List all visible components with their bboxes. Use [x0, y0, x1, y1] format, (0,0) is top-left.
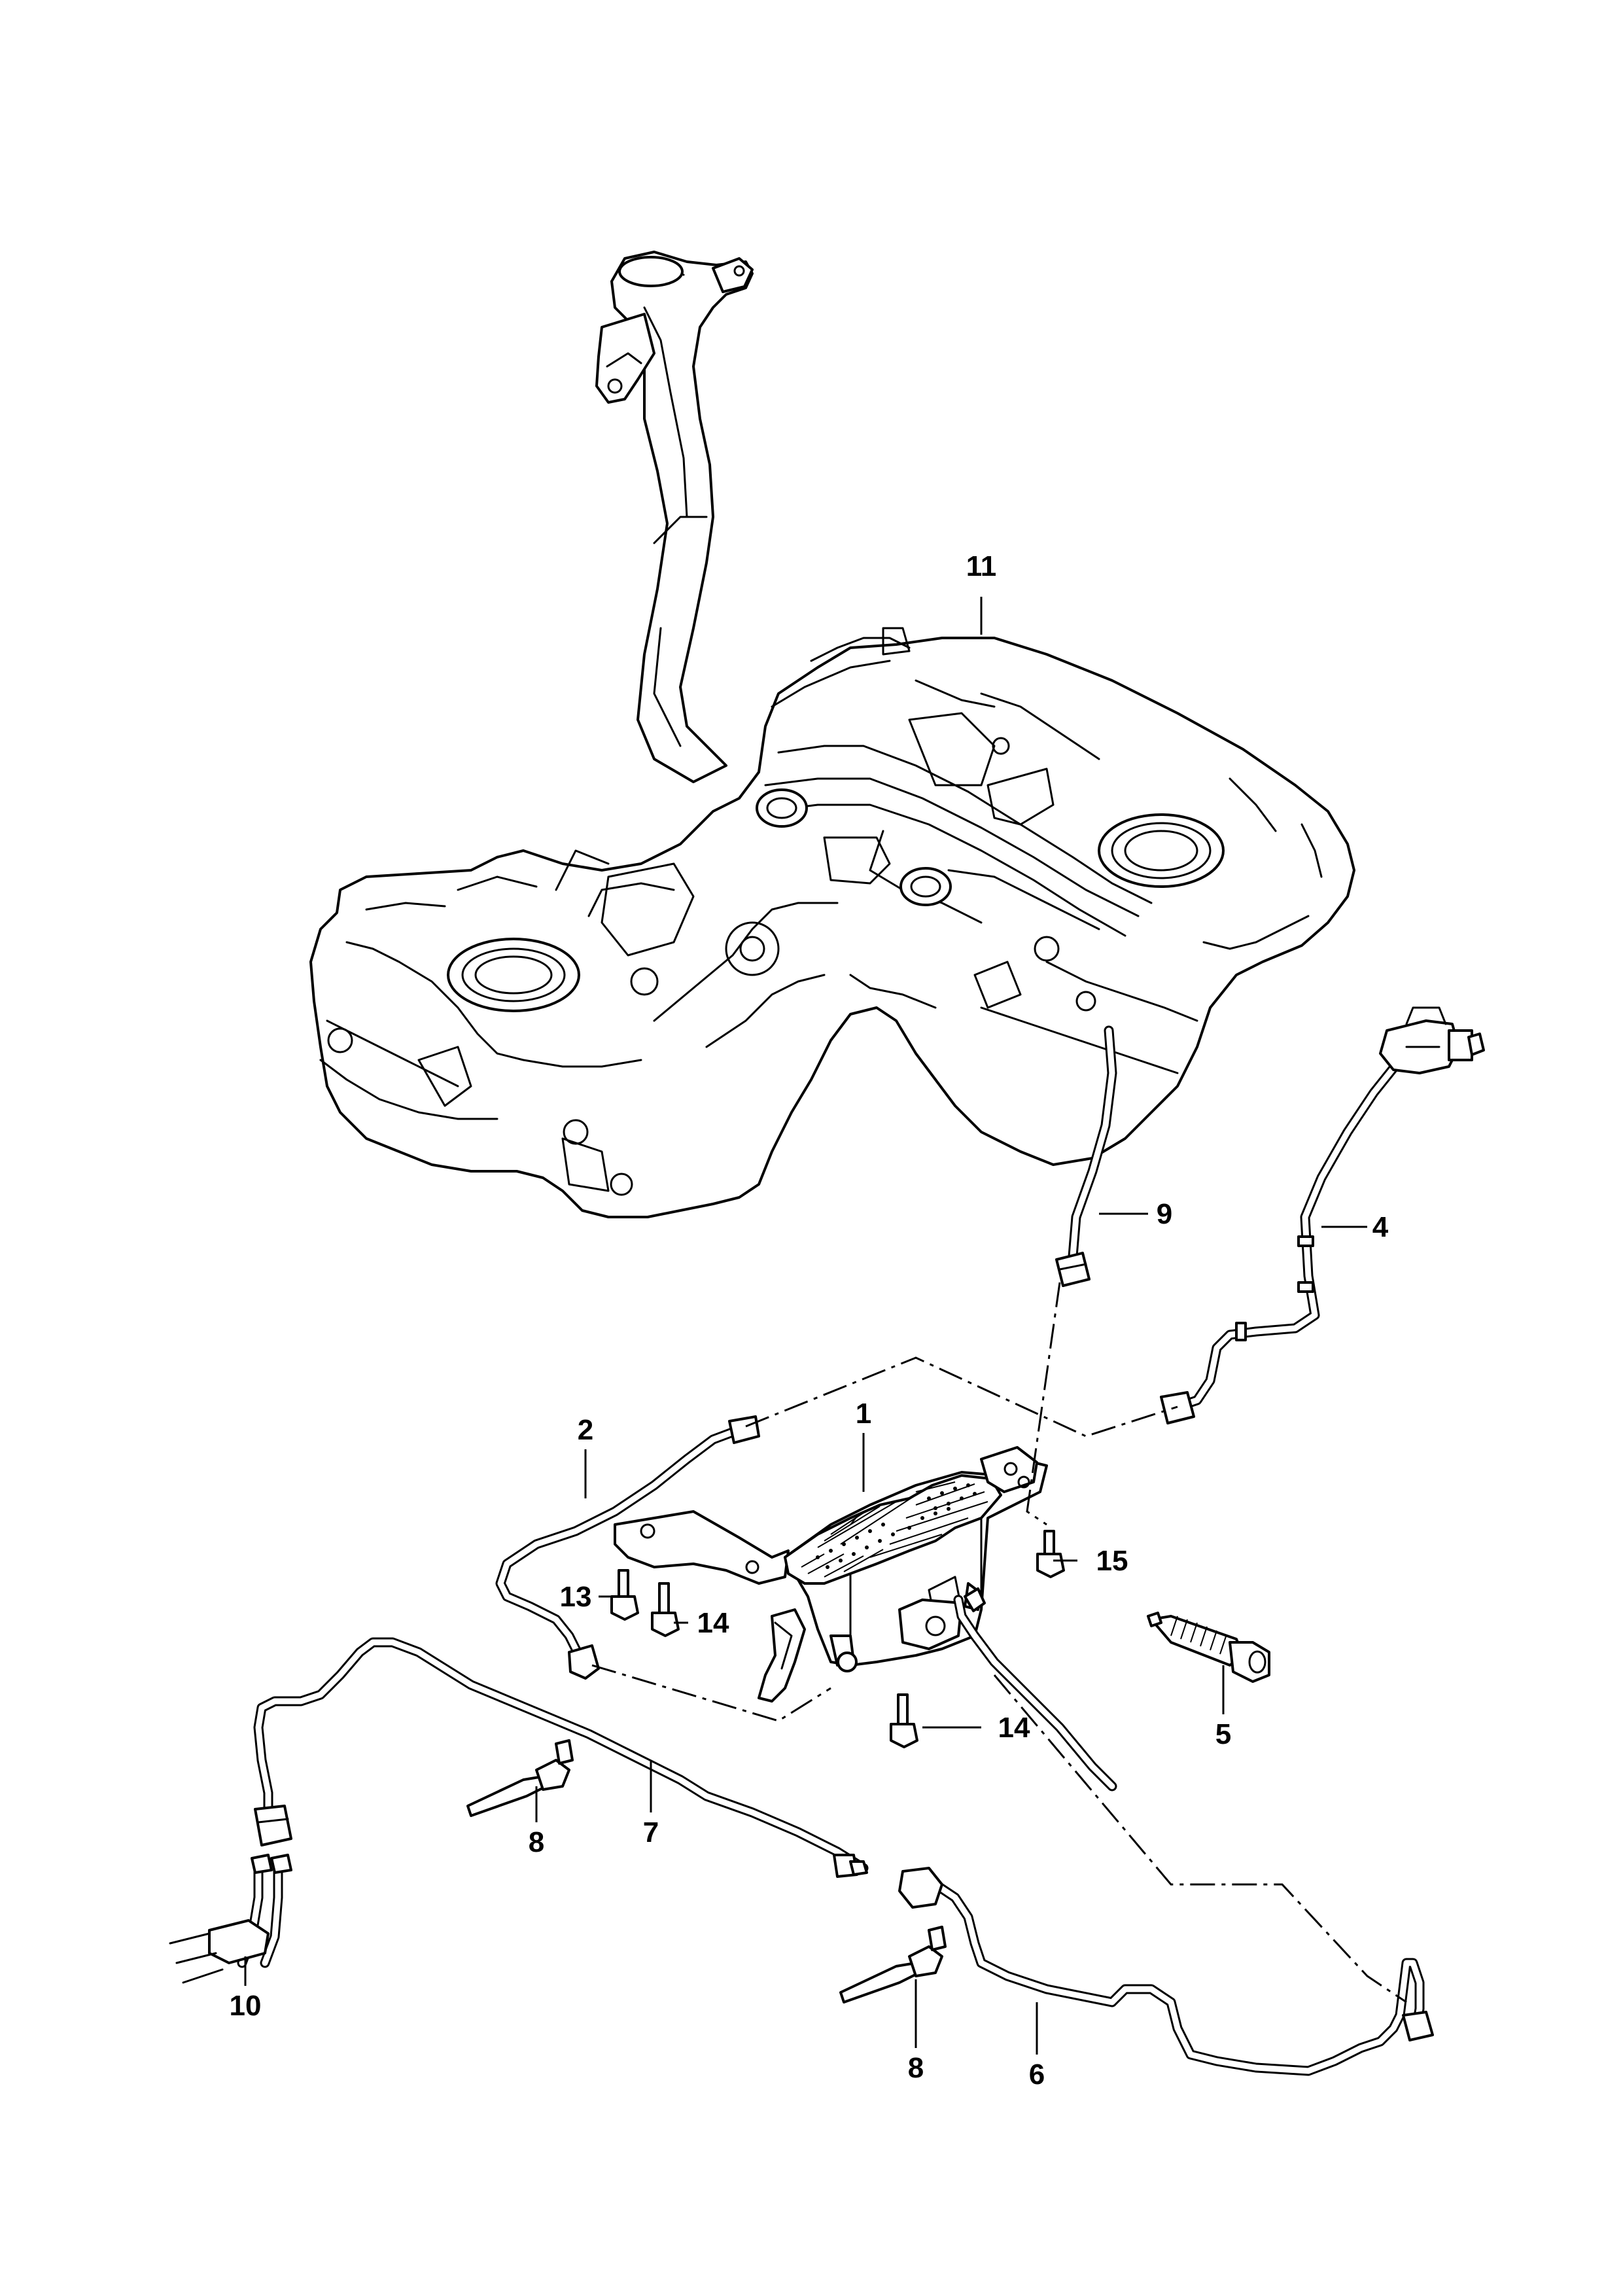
callout-13: 13: [560, 1581, 592, 1613]
bolt-13: [610, 1569, 639, 1621]
callout-2: 2: [578, 1414, 593, 1446]
callout-10: 10: [230, 1990, 262, 2022]
cable-tie-8b: [839, 1926, 947, 2004]
leader-lines: [244, 597, 1367, 2055]
vent-bellows-5: [1147, 1612, 1270, 1683]
callout-4: 4: [1372, 1211, 1389, 1243]
cable-tie-8a: [466, 1739, 574, 1817]
charcoal-canister: [614, 1446, 1048, 1703]
filter-perforation: [801, 1481, 988, 1578]
hose-4: [1160, 1006, 1485, 1424]
callout-5: 5: [1215, 1718, 1231, 1750]
callout-labels: 11 9 4 1 2 15 13 14 14 5 7 8 10 6 8: [230, 550, 1389, 2091]
pipe-6: [898, 1867, 1434, 2076]
filler-neck: [595, 251, 754, 783]
callout-9: 9: [1157, 1198, 1172, 1230]
fuel-tank: [309, 627, 1355, 1218]
callout-1: 1: [856, 1398, 871, 1430]
callout-6: 6: [1029, 2058, 1045, 2091]
connector-10: [169, 1854, 292, 1984]
bolt-14b: [890, 1693, 918, 1748]
pipe-7: [253, 1595, 1117, 1878]
bolt-15: [1036, 1530, 1065, 1578]
callout-8-right: 8: [908, 2052, 924, 2084]
hose-2: [495, 1415, 760, 1680]
callout-14-lower: 14: [998, 1712, 1030, 1744]
callout-15: 15: [1096, 1545, 1128, 1577]
callout-8-left: 8: [529, 1826, 544, 1858]
callout-11: 11: [966, 550, 997, 582]
bolt-14a: [651, 1582, 680, 1637]
assembly-chain-lines: [591, 1282, 1407, 2004]
hose-9: [1055, 1025, 1117, 1287]
callout-14-upper: 14: [697, 1607, 729, 1639]
callout-7: 7: [643, 1816, 659, 1848]
